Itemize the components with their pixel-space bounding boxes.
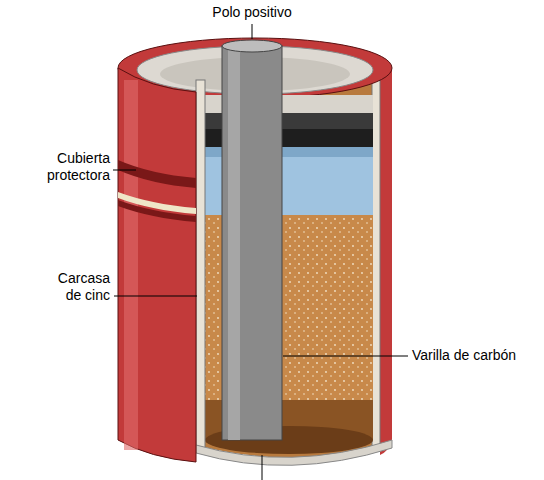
part-label: Carcasa de cinc <box>46 270 110 304</box>
part-label: Cubierta protectora <box>28 150 110 184</box>
part-label: Polo positivo <box>202 4 302 21</box>
part-label: Varilla de carbón <box>412 347 540 364</box>
